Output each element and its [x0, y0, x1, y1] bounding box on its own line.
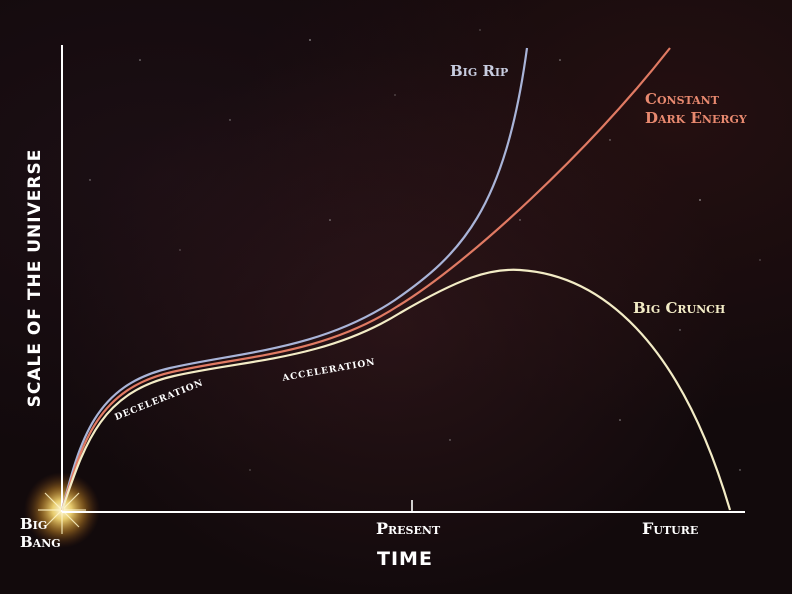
future-label: Future — [642, 519, 699, 538]
present-label: Present — [376, 519, 441, 538]
big-rip-label: Big Rip — [450, 62, 509, 80]
big-bang-label: Big Bang — [20, 515, 80, 551]
x-axis-title: TIME — [377, 548, 433, 570]
star-field — [89, 29, 761, 471]
dark-energy-label-line2: Dark Energy — [645, 109, 747, 127]
dark-energy-label-line1: Constant — [645, 90, 719, 108]
big-rip-curve — [60, 47, 529, 511]
y-axis-title: SCALE OF THE UNIVERSE — [25, 148, 45, 408]
big-crunch-curve — [60, 268, 732, 511]
big-bang-line2: Bang — [20, 533, 61, 551]
dark-energy-curve — [60, 47, 671, 511]
dark-energy-label: Constant Dark Energy — [645, 90, 747, 128]
big-crunch-label: Big Crunch — [633, 299, 726, 317]
big-bang-line1: Big — [20, 515, 48, 533]
